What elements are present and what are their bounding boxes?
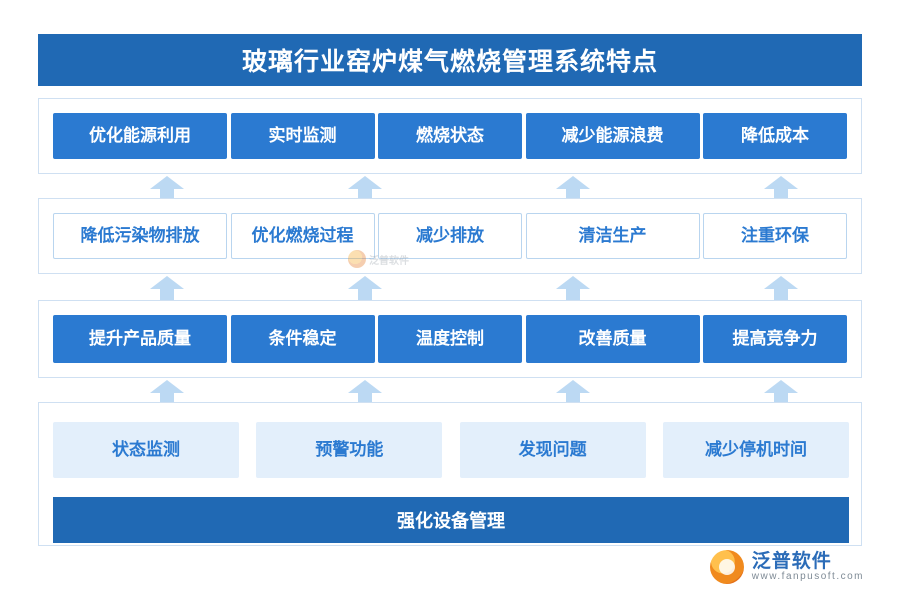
brand-name-cn: 泛普软件 — [751, 550, 832, 572]
up-arrow-icon — [556, 276, 590, 302]
brand-logo-icon — [709, 550, 744, 584]
diagram-title-bar: 玻璃行业窑炉煤气燃烧管理系统特点 — [38, 34, 862, 86]
card-row4-2[interactable]: 预警功能 — [256, 422, 443, 478]
card-row3-2[interactable]: 条件稳定 — [230, 315, 375, 363]
card-row2-1[interactable]: 降低污染物排放 — [53, 213, 227, 259]
card-row1-2[interactable]: 实时监测 — [230, 113, 375, 159]
card-row1-1[interactable]: 优化能源利用 — [53, 113, 227, 159]
card-row1-4[interactable]: 减少能源浪费 — [525, 113, 700, 159]
bottom-bar-equipment-management[interactable]: 强化设备管理 — [53, 497, 849, 543]
card-row2-2[interactable]: 优化燃烧过程 — [230, 213, 375, 259]
card-row3-1[interactable]: 提升产品质量 — [53, 315, 227, 363]
card-row3-3[interactable]: 温度控制 — [378, 315, 522, 363]
group-equipment-management: 状态监测 预警功能 发现问题 减少停机时间 强化设备管理 — [38, 402, 862, 546]
card-row4-1[interactable]: 状态监测 — [53, 422, 239, 478]
group-energy-optimization: 优化能源利用 实时监测 燃烧状态 减少能源浪费 降低成本 — [38, 98, 862, 174]
card-row1-3[interactable]: 燃烧状态 — [378, 113, 522, 159]
watermark: 泛普软件 — [348, 244, 422, 274]
card-row2-3[interactable]: 减少排放 — [378, 213, 522, 259]
card-row3-4[interactable]: 改善质量 — [525, 315, 700, 363]
card-row3-5[interactable]: 提高竞争力 — [703, 315, 847, 363]
group-quality-improvement: 提升产品质量 条件稳定 温度控制 改善质量 提高竞争力 — [38, 300, 862, 378]
card-row2-5[interactable]: 注重环保 — [703, 213, 847, 259]
card-row4-4[interactable]: 减少停机时间 — [662, 422, 849, 478]
brand-logo: 泛普软件 www.fanpusoft.com — [709, 550, 864, 584]
card-row2-4[interactable]: 清洁生产 — [525, 213, 700, 259]
watermark-logo-icon — [348, 250, 366, 268]
watermark-text: 泛普软件 — [369, 255, 409, 267]
up-arrow-icon — [764, 276, 798, 302]
card-row1-5[interactable]: 降低成本 — [703, 113, 847, 159]
brand-url: www.fanpusoft.com — [751, 570, 864, 582]
up-arrow-icon — [348, 276, 382, 302]
group-emission-reduction: 降低污染物排放 优化燃烧过程 减少排放 清洁生产 注重环保 — [38, 198, 862, 274]
page-title: 玻璃行业窑炉煤气燃烧管理系统特点 — [241, 48, 658, 76]
up-arrow-icon — [150, 276, 184, 302]
card-row4-3[interactable]: 发现问题 — [459, 422, 646, 478]
